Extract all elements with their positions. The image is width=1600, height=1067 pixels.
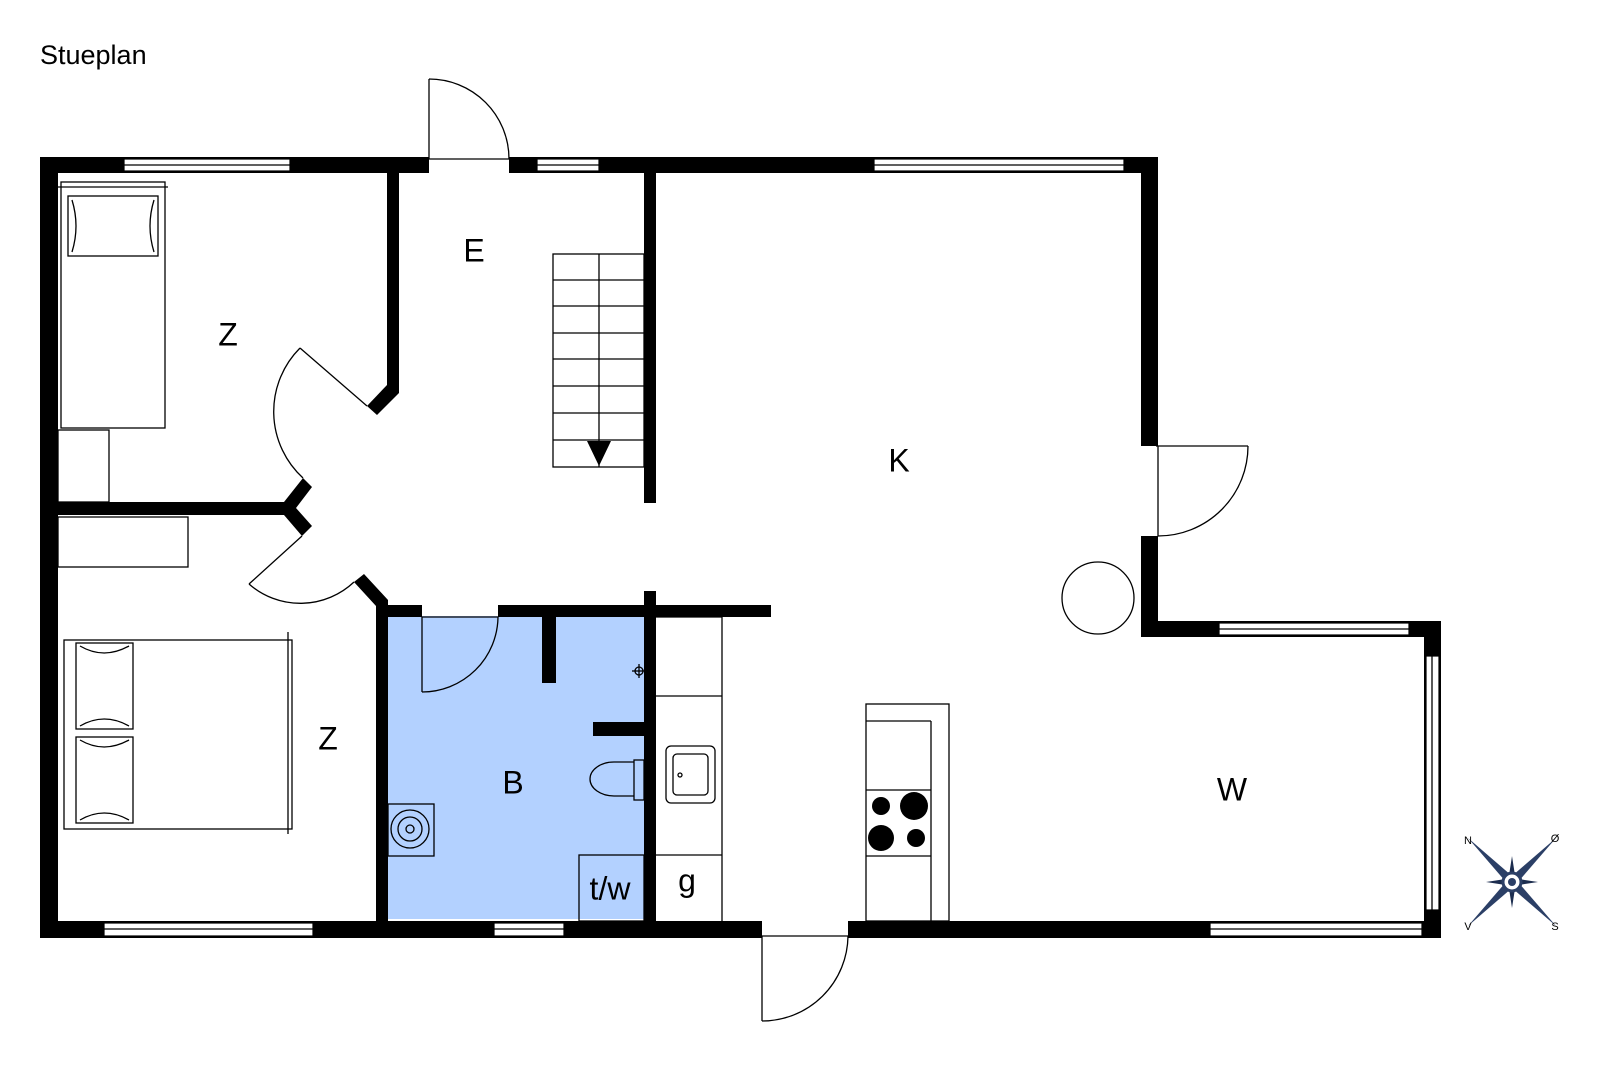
burner-icon — [868, 825, 894, 851]
closet-top — [57, 429, 110, 503]
compass-north: N — [1464, 835, 1472, 847]
compass-east: Ø — [1551, 833, 1560, 845]
exterior-walls — [40, 157, 1441, 938]
closet-bottom — [57, 516, 189, 568]
burner-icon — [907, 829, 925, 847]
round-table — [1061, 561, 1135, 635]
compass-rose-icon: N Ø V S — [1464, 833, 1560, 933]
windows — [103, 158, 1440, 937]
interior-walls — [58, 173, 771, 938]
bed-single — [58, 181, 168, 429]
door-bottom — [761, 935, 849, 1022]
room-label-kitchen: K — [888, 442, 909, 478]
stair-arrow-icon — [587, 441, 611, 466]
room-label-bathroom: B — [502, 764, 523, 800]
kitchen-counter — [656, 616, 723, 921]
stove-unit — [865, 703, 950, 922]
room-label-toilet-washer: t/w — [590, 870, 632, 906]
door-kitchen-side — [1156, 445, 1249, 537]
room-label-bedroom-top: Z — [218, 316, 238, 352]
compass-south: S — [1551, 921, 1558, 933]
bathroom-fixtures — [387, 664, 646, 922]
door-bathroom — [421, 616, 499, 693]
door-entrance — [428, 78, 510, 160]
bed-double — [63, 632, 293, 834]
bathroom-floor — [387, 616, 644, 919]
room-label-bedroom-bottom: Z — [318, 720, 338, 756]
plan-title: Stueplan — [40, 40, 147, 70]
burner-icon — [900, 792, 928, 820]
burner-icon — [872, 797, 890, 815]
staircase — [552, 253, 645, 468]
door-bedroom-bottom — [248, 535, 355, 604]
room-label-living: W — [1217, 771, 1248, 807]
room-label-storage: g — [678, 862, 696, 898]
door-bedroom-top — [273, 347, 368, 479]
doors — [248, 78, 1249, 1022]
room-label-entrance: E — [463, 232, 484, 268]
compass-west: V — [1464, 921, 1472, 933]
